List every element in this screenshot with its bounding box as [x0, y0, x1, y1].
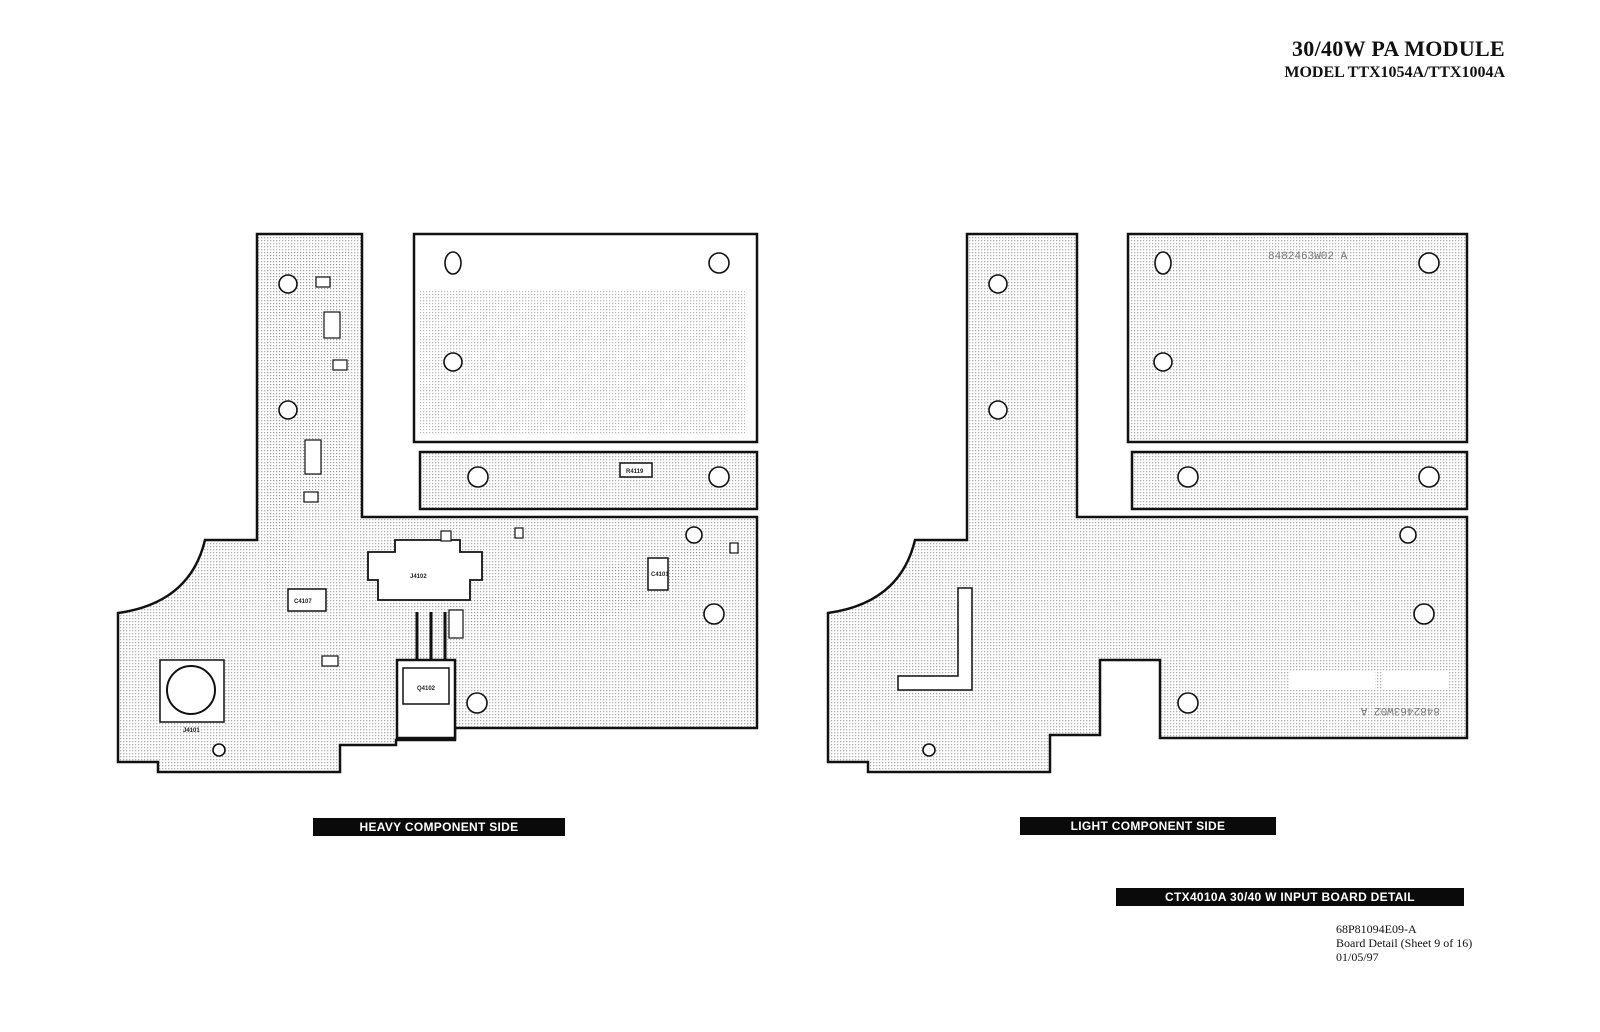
heavy-component-side-caption: HEAVY COMPONENT SIDE — [313, 818, 565, 836]
sheet-info: Board Detail (Sheet 9 of 16) — [1336, 936, 1473, 950]
label-c4107: C4107 — [294, 599, 312, 605]
label-q4102: Q4102 — [417, 686, 436, 692]
label-r4119: R4119 — [626, 469, 644, 475]
page-title: 30/40W PA MODULE — [1292, 36, 1505, 61]
silkscreen-part-number-mirrored: 8482463W02 A — [1360, 704, 1440, 716]
copper-trace — [470, 540, 745, 625]
label-j4101: J4101 — [183, 728, 200, 734]
capacitor-c4107: C4107 — [287, 588, 327, 612]
doc-number: 68P81094E09-A — [1336, 922, 1417, 936]
label-j4102: J4102 — [410, 574, 427, 580]
small-components — [303, 276, 739, 667]
board-outline-main — [826, 232, 1469, 774]
connector-j4102: J4102 — [367, 539, 483, 601]
heavy-component-side-board: J4101 J4102 Q4102 C4101 R4119 C4107 — [116, 232, 759, 774]
transistor-q4102: Q4102 — [395, 612, 457, 740]
board-detail-caption: CTX4010A 30/40 W INPUT BOARD DETAIL — [1116, 888, 1464, 906]
label-c4101: C4101 — [651, 572, 669, 578]
document-info: 68P81094E09-A Board Detail (Sheet 9 of 1… — [1336, 922, 1472, 964]
mounting-holes — [922, 251, 1440, 757]
silkscreen-part-number: 8482463W02 A — [1268, 251, 1348, 263]
trace-outline — [897, 587, 973, 691]
document-title-block: 30/40W PA MODULE MODEL TTX1054A/TTX1004A — [1284, 36, 1505, 82]
mounting-holes — [212, 251, 730, 757]
capacitor-c4101: C4101 — [647, 557, 669, 591]
light-component-side-board: 8482463W02 A 8482463W02 A — [826, 232, 1469, 774]
model-number: MODEL TTX1054A/TTX1004A — [1284, 64, 1505, 81]
resistor-r4119: R4119 — [619, 462, 653, 478]
doc-date: 01/05/97 — [1336, 950, 1379, 964]
board-section-upper — [1126, 232, 1469, 444]
light-component-side-caption: LIGHT COMPONENT SIDE — [1020, 817, 1276, 835]
connector-j4101: J4101 — [159, 659, 225, 734]
